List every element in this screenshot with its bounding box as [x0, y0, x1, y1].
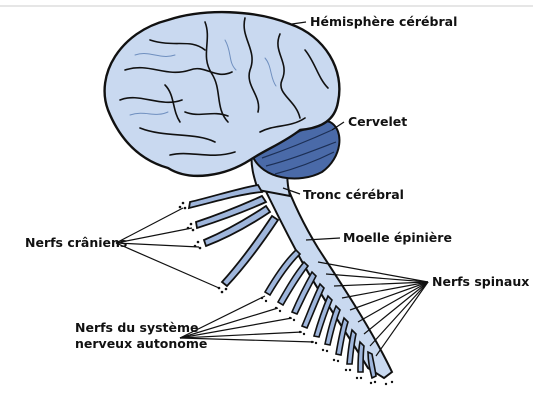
spinal-nerve-7 [336, 318, 348, 355]
leader-hemisphere [292, 22, 306, 24]
label-autonomic-line2: nerveux autonome [75, 336, 207, 351]
cranial-nerves [189, 185, 278, 286]
label-spinal-cord: Moelle épinière [343, 230, 452, 245]
label-cranial-nerves: Nerfs crâniens [25, 235, 127, 250]
label-cerebral-hemisphere: Hémisphère cérébral [310, 14, 457, 29]
label-cerebellum: Cervelet [348, 114, 407, 129]
spinal-nerve-1 [265, 250, 300, 295]
label-brainstem: Tronc cérébral [303, 187, 404, 202]
spinal-nerve-9 [358, 342, 364, 372]
label-spinal-nerves: Nerfs spinaux [432, 274, 529, 289]
label-autonomic-line1: Nerfs du système [75, 320, 199, 335]
